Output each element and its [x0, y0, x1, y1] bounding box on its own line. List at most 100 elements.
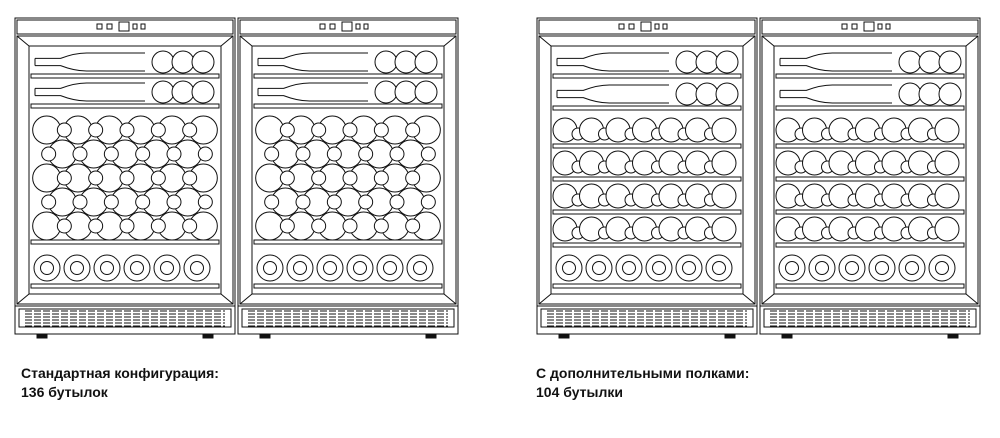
bottle-base: [405, 122, 421, 138]
shelf-bottle: [711, 117, 737, 143]
door-bevel: [761, 35, 775, 47]
bottle-outline: [780, 84, 892, 104]
control-button: [654, 23, 660, 30]
bottom-bottle: [33, 254, 61, 282]
door-bevel: [16, 293, 30, 305]
shelf: [775, 143, 965, 149]
bottle-base: [32, 115, 62, 145]
shelf: [775, 105, 965, 111]
foot: [947, 333, 959, 339]
bottle-base: [373, 170, 389, 186]
caption-extra-shelves: С дополнительными полками: 104 бутылки: [536, 364, 749, 402]
bottle-base: [119, 170, 135, 186]
small-bottle: [264, 146, 280, 162]
extra-shelves-unit-2: [759, 17, 981, 339]
door-bevel: [538, 35, 552, 47]
bottle-base: [373, 122, 389, 138]
small-bottle: [197, 194, 213, 210]
bottom-bottle: [808, 254, 836, 282]
bottle-base: [373, 218, 389, 234]
shelf: [552, 283, 742, 289]
bottle-base: [311, 218, 327, 234]
small-bottle: [389, 194, 405, 210]
caption-extra-title: С дополнительными полками:: [536, 365, 750, 381]
bottle-base: [279, 218, 295, 234]
small-bottle: [103, 146, 119, 162]
door-frame: [16, 35, 234, 305]
small-bottle: [342, 122, 358, 138]
bottle-base: [898, 50, 922, 74]
bottle-base: [711, 117, 737, 143]
standard-unit-1: [14, 17, 236, 339]
bottle-base: [311, 170, 327, 186]
bottom-bottle: [778, 254, 806, 282]
foot: [259, 333, 271, 339]
vent-grille: [763, 308, 977, 328]
bottle-base: [675, 82, 699, 106]
bottle-punt: [905, 261, 919, 275]
bottle-end: [151, 80, 175, 104]
bottle-punt: [383, 261, 397, 275]
small-bottle: [342, 218, 358, 234]
bottle-base: [326, 194, 342, 210]
bottle-base: [934, 117, 960, 143]
bottle-outline: [557, 84, 669, 104]
bottle-base: [711, 150, 737, 176]
bottle-end: [191, 80, 215, 104]
bottle-base: [191, 80, 215, 104]
control-button: [662, 23, 668, 30]
bottle-base: [135, 146, 151, 162]
bottle-end: [898, 82, 922, 106]
bottle-end: [171, 50, 195, 74]
small-bottle: [279, 218, 295, 234]
bottle-base: [918, 50, 942, 74]
display-icon: [341, 21, 353, 32]
vent-grille: [540, 308, 754, 328]
bottle-punt: [353, 261, 367, 275]
control-button: [628, 23, 635, 30]
small-bottle: [88, 122, 104, 138]
bottle-punt: [70, 261, 84, 275]
bottle-base: [295, 146, 311, 162]
bottle-outline: [35, 82, 145, 102]
base: [759, 305, 981, 335]
foot: [36, 333, 48, 339]
small-bottle: [150, 218, 166, 234]
bottle-base: [166, 194, 182, 210]
bottom-bottle: [868, 254, 896, 282]
shelf: [775, 283, 965, 289]
small-bottle: [311, 122, 327, 138]
caption-standard-title: Стандартная конфигурация:: [21, 365, 219, 381]
small-bottle: [119, 170, 135, 186]
bottle-base: [934, 216, 960, 242]
caption-standard: Стандартная конфигурация: 136 бутылок: [21, 364, 219, 402]
bottle-base: [166, 146, 182, 162]
side-bottle-2: [556, 84, 669, 104]
bottle-outline: [780, 52, 892, 72]
bottle-end: [171, 80, 195, 104]
small-bottle: [150, 122, 166, 138]
bottle-base: [88, 170, 104, 186]
shelf: [552, 176, 742, 182]
small-bottle: [405, 122, 421, 138]
small-bottle: [420, 194, 436, 210]
small-bottle: [56, 122, 72, 138]
control-button: [140, 23, 146, 30]
bottle-base: [420, 194, 436, 210]
bottle-base: [151, 80, 175, 104]
door-bevel: [965, 35, 979, 47]
door-bevel: [220, 35, 234, 47]
foot: [558, 333, 570, 339]
small-bottle: [119, 218, 135, 234]
display-icon: [640, 21, 652, 32]
bottom-bottle: [585, 254, 613, 282]
shelf-bottle: [711, 216, 737, 242]
door-bevel: [443, 35, 457, 47]
bottle-punt: [100, 261, 114, 275]
small-bottle: [279, 170, 295, 186]
bottle-base: [405, 218, 421, 234]
bottle-end: [695, 50, 719, 74]
bottom-bottle: [555, 254, 583, 282]
bottle-base: [255, 115, 285, 145]
bottom-bottle: [928, 254, 956, 282]
